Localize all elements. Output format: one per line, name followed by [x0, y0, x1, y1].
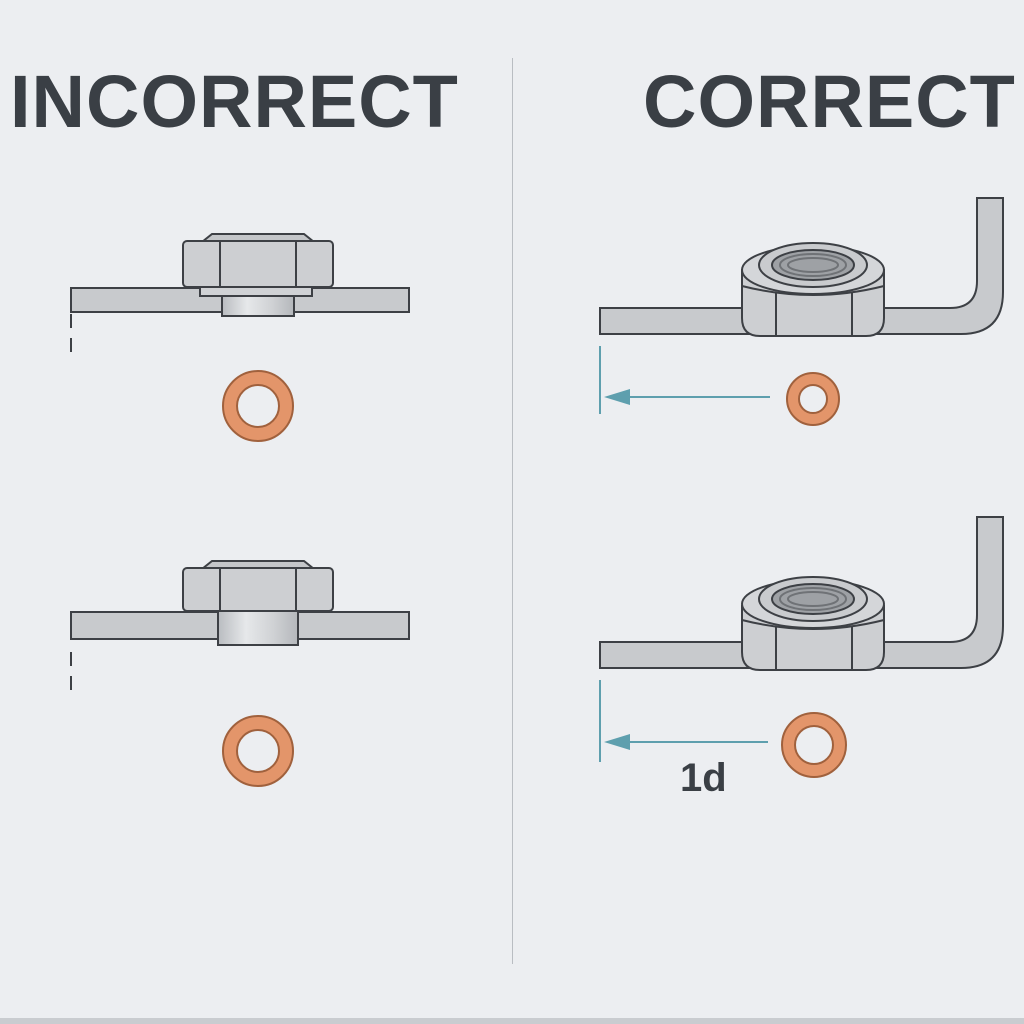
incorrect-example-top — [70, 233, 410, 442]
bent-plate — [599, 516, 1004, 669]
washer — [223, 371, 293, 441]
sleeve — [217, 609, 299, 646]
bottom-rule — [0, 1018, 1024, 1024]
bent-plate — [599, 197, 1004, 335]
incorrect-heading: INCORRECT — [10, 60, 459, 143]
hex-nut — [741, 242, 885, 337]
correct-example-bottom — [599, 516, 1004, 778]
center-divider — [512, 58, 513, 964]
hex-nut — [182, 233, 334, 288]
dimension-label: 1d — [680, 756, 727, 800]
hex-nut — [182, 560, 334, 612]
correct-example-top — [599, 197, 1004, 426]
correct-heading: CORRECT — [643, 60, 1016, 143]
hex-nut — [741, 576, 885, 671]
incorrect-example-bottom — [70, 560, 410, 787]
sleeve — [221, 295, 295, 317]
washer — [223, 716, 293, 786]
